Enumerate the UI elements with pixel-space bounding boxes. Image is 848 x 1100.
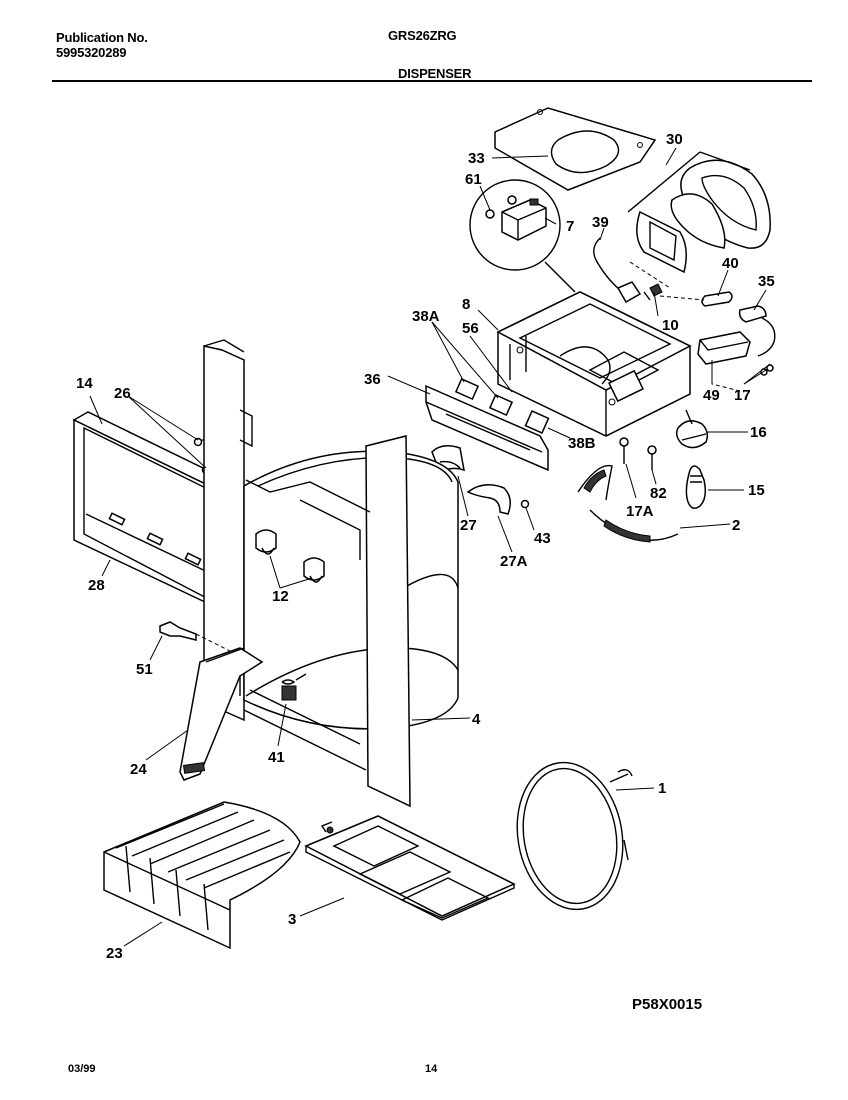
part-49-switch xyxy=(697,331,774,393)
part-24-lever xyxy=(179,647,264,781)
callout-38b: 38B xyxy=(568,435,596,452)
part-3-drip-tray xyxy=(304,815,516,921)
callout-2: 2 xyxy=(732,517,740,534)
callout-51: 51 xyxy=(136,661,153,678)
screw-17a xyxy=(619,437,629,464)
callout-27a: 27A xyxy=(500,553,528,570)
part-14-front-panel xyxy=(72,411,242,614)
callout-14: 14 xyxy=(76,375,93,392)
callout-28: 28 xyxy=(88,577,105,594)
callout-39: 39 xyxy=(592,214,609,231)
part-33-top-plate xyxy=(494,107,657,191)
callout-7: 7 xyxy=(566,218,574,235)
callout-43: 43 xyxy=(534,530,551,547)
footer-date: 03/99 xyxy=(68,1063,96,1075)
callout-10: 10 xyxy=(662,317,679,334)
callout-82: 82 xyxy=(650,485,667,502)
part-12-clips xyxy=(255,529,325,583)
callout-24: 24 xyxy=(130,761,147,778)
callout-33: 33 xyxy=(468,150,485,167)
part-41-spring xyxy=(281,673,307,701)
callout-17a: 17A xyxy=(626,503,654,520)
publication-label: Publication No. xyxy=(56,30,148,45)
callout-15: 15 xyxy=(748,482,765,499)
part-2-harness xyxy=(577,464,679,543)
callout-36: 36 xyxy=(364,371,381,388)
callout-35: 35 xyxy=(758,273,775,290)
detail-circle-switch xyxy=(469,179,576,293)
callout-40: 40 xyxy=(722,255,739,272)
part-30-chute-door xyxy=(627,151,771,274)
callout-4: 4 xyxy=(472,711,481,728)
part-15-bulb xyxy=(685,465,707,509)
model-number: GRS26ZRG xyxy=(388,28,457,43)
part-16-lamp-socket xyxy=(675,409,709,449)
callout-23: 23 xyxy=(106,945,123,962)
callout-17: 17 xyxy=(734,387,751,404)
callout-27: 27 xyxy=(460,517,477,534)
page-number: 14 xyxy=(425,1063,438,1075)
callout-3: 3 xyxy=(288,911,296,928)
part-8-housing xyxy=(496,291,692,437)
screw-43 xyxy=(520,499,530,509)
part-36-control-bracket xyxy=(425,377,550,472)
part-51-bracket xyxy=(159,621,237,655)
cabinet-bottom-tray xyxy=(243,479,371,771)
callout-56: 56 xyxy=(462,320,479,337)
callout-30: 30 xyxy=(666,131,683,148)
callout-41: 41 xyxy=(268,749,285,766)
figure-code: P58X0015 xyxy=(632,996,703,1013)
part-27a-arm xyxy=(466,484,511,515)
header-rule xyxy=(52,80,812,82)
callout-labels: 33 61 7 39 30 40 35 8 38A 56 10 36 49 17… xyxy=(76,131,775,962)
part-23-tray xyxy=(103,801,301,950)
part-40-35-solenoid xyxy=(659,291,776,357)
cabinet-front-post xyxy=(365,435,411,808)
leader-lines xyxy=(89,147,771,947)
part-10-clip xyxy=(643,283,663,301)
screw-82 xyxy=(647,445,657,470)
callout-49: 49 xyxy=(703,387,720,404)
callout-12: 12 xyxy=(272,588,289,605)
section-title: DISPENSER xyxy=(398,66,472,81)
publication-number: 5995320289 xyxy=(56,45,127,60)
callout-1: 1 xyxy=(658,780,666,797)
callout-16: 16 xyxy=(750,424,767,441)
callout-8: 8 xyxy=(462,296,470,313)
callout-26: 26 xyxy=(114,385,131,402)
callout-38a: 38A xyxy=(412,308,440,325)
callout-61: 61 xyxy=(465,171,482,188)
part-1-water-tube xyxy=(516,761,633,911)
part-39-actuator xyxy=(593,237,671,304)
